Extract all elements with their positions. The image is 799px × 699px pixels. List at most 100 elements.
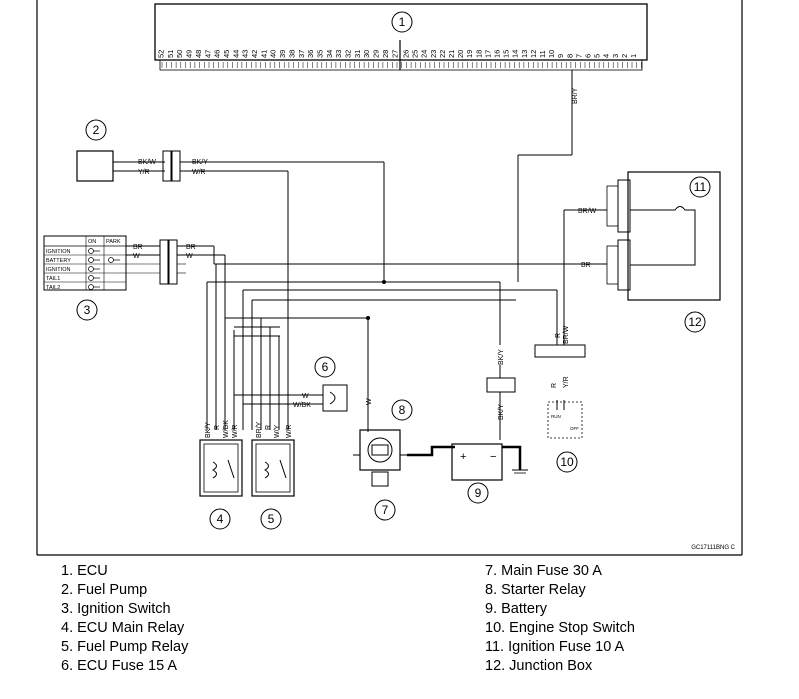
ecu-main-relay <box>199 439 243 497</box>
wire-label-fuse6-w-bk: W/BK <box>293 402 311 409</box>
legend-item: 3. Ignition Switch <box>61 601 171 617</box>
legend-left-column: 1. ECU 2. Fuel Pump 3. Ignition Switch 4… <box>61 562 188 676</box>
ecu-pin-label: 13 <box>520 50 529 58</box>
ecu-pin-label: 48 <box>194 50 203 58</box>
ecu-pin-label: 19 <box>465 50 474 58</box>
callout-circle-11 <box>689 176 711 198</box>
wire-label-relay-bk-y-top: BK/Y <box>498 349 505 365</box>
wire-label-r5-r: R <box>265 425 272 430</box>
wire-label-jb-br-w: BR/W <box>578 208 597 215</box>
ecu-pin-label: 27 <box>390 50 399 58</box>
callout-2: 2 <box>93 123 100 137</box>
ecu-pin-label: 25 <box>411 50 420 58</box>
ecu-pin-label: 33 <box>334 50 343 58</box>
callout-5: 5 <box>268 512 275 526</box>
callout-circle-12 <box>684 311 706 333</box>
ecu-pin-label: 42 <box>250 50 259 58</box>
fuel-pump-relay <box>251 439 295 497</box>
starter-relay <box>353 429 407 487</box>
ignition-fuse-symbol <box>630 206 696 266</box>
wire-label-pump-bk-y: BK/Y <box>192 159 208 166</box>
ecu-pin-label: 18 <box>474 50 483 58</box>
legend-item: 8. Starter Relay <box>485 582 586 598</box>
callout-circle-10 <box>556 451 578 473</box>
ecu-pin-label: 28 <box>381 50 390 58</box>
legend-item: 1. ECU <box>61 563 108 579</box>
ecu-pin-label: 21 <box>447 50 456 58</box>
ecu-pin-label: 23 <box>429 50 438 58</box>
ecu-pin-label: 41 <box>259 50 268 58</box>
ecu-pin-label: 24 <box>420 50 429 58</box>
ecu-pin-label: 20 <box>456 50 465 58</box>
ecu-pin-label: 37 <box>297 50 306 58</box>
ecu-pin-label: 40 <box>269 50 278 58</box>
ecu-pin-label: 29 <box>372 50 381 58</box>
wire-label-pump-bk-w: BK/W <box>138 159 156 166</box>
callout-circle-5 <box>260 508 282 530</box>
wiring-harness <box>206 70 607 440</box>
ecu-pin-label: 12 <box>529 50 538 58</box>
wire-label-r5-w-r: W/R <box>286 424 293 438</box>
ignition-row-5: TAIL2 <box>46 285 60 291</box>
wire-label-pump-w-r: W/R <box>192 169 206 176</box>
wire-label-ign-w-right: W <box>186 253 193 260</box>
legend-item: 4. ECU Main Relay <box>61 620 185 636</box>
wire-label-stop-r: R <box>551 383 558 388</box>
battery-minus: − <box>490 451 496 463</box>
legend-item: 12. Junction Box <box>485 658 593 674</box>
ecu-pin-label: 3 <box>611 54 620 58</box>
ecu-pin-label: 46 <box>213 50 222 58</box>
ecu-pin-label: 51 <box>166 50 175 58</box>
stop-switch-off: OFF <box>570 426 579 431</box>
wire-label-relay-bk-y-bottom: BK/Y <box>498 404 505 420</box>
ecu-pin-label: 14 <box>511 50 520 58</box>
wire-label-ign-w-left: W <box>133 253 140 260</box>
callout-circle-2 <box>85 119 107 141</box>
ecu-pin-label: 10 <box>547 50 556 58</box>
junction-box <box>606 171 721 301</box>
ecu-pin-label: 32 <box>344 50 353 58</box>
ecu-pin-label: 4 <box>602 54 611 58</box>
wire-label-r4-w-bk: W/BK <box>223 420 230 438</box>
ecu-pin-label: 49 <box>185 50 194 58</box>
ecu-pin-label: 17 <box>483 50 492 58</box>
wire-label-r5-w-y: W/Y <box>274 424 281 438</box>
legend-item: 7. Main Fuse 30 A <box>485 563 602 579</box>
wire-label-ecu-br-y: BR/Y <box>572 87 579 104</box>
wire-label-ign-br-right: BR <box>186 244 196 251</box>
callout-10: 10 <box>560 455 574 469</box>
ecu-pin-label: 1 <box>629 54 638 58</box>
ecu-pin-label: 8 <box>565 54 574 58</box>
ecu-pin-label: 43 <box>241 50 250 58</box>
callout-7: 7 <box>382 503 389 517</box>
ecu-pin-label: 35 <box>315 50 324 58</box>
ecu-pin-label: 44 <box>231 50 240 58</box>
ignition-header-on: ON <box>88 239 96 245</box>
ignition-header-park: PARK <box>106 239 121 245</box>
wire-label-r4-r: R <box>214 425 221 430</box>
ignition-switch: ON PARK IGNITION BATTERY IGNITION TAIL1 … <box>43 235 214 291</box>
wire-label-jbc-r: R <box>555 333 562 338</box>
legend-item: 5. Fuel Pump Relay <box>61 639 189 655</box>
callout-8: 8 <box>399 403 406 417</box>
wire-label-ign-br-left: BR <box>133 244 143 251</box>
main-fuse-30a <box>407 445 455 457</box>
callout-circle-8 <box>391 399 413 421</box>
callout-9: 9 <box>475 486 482 500</box>
ecu-pin-label: 2 <box>620 54 629 58</box>
ecu-pin-label: 34 <box>325 50 334 58</box>
main-relay-connector <box>486 377 516 393</box>
callout-4: 4 <box>217 512 224 526</box>
callout-circle-1 <box>391 11 413 33</box>
ecu-pin-label: 47 <box>203 50 212 58</box>
ecu-pin-label: 5 <box>593 54 602 58</box>
legend-item: 6. ECU Fuse 15 A <box>61 658 178 674</box>
legend: 1. ECU 2. Fuel Pump 3. Ignition Switch 4… <box>0 556 799 699</box>
ecu-pin-label: 30 <box>362 50 371 58</box>
ecu-fuse-15a <box>322 384 348 412</box>
callout-circle-4 <box>209 508 231 530</box>
ecu-pin-label: 36 <box>306 50 315 58</box>
callout-1: 1 <box>399 15 406 29</box>
